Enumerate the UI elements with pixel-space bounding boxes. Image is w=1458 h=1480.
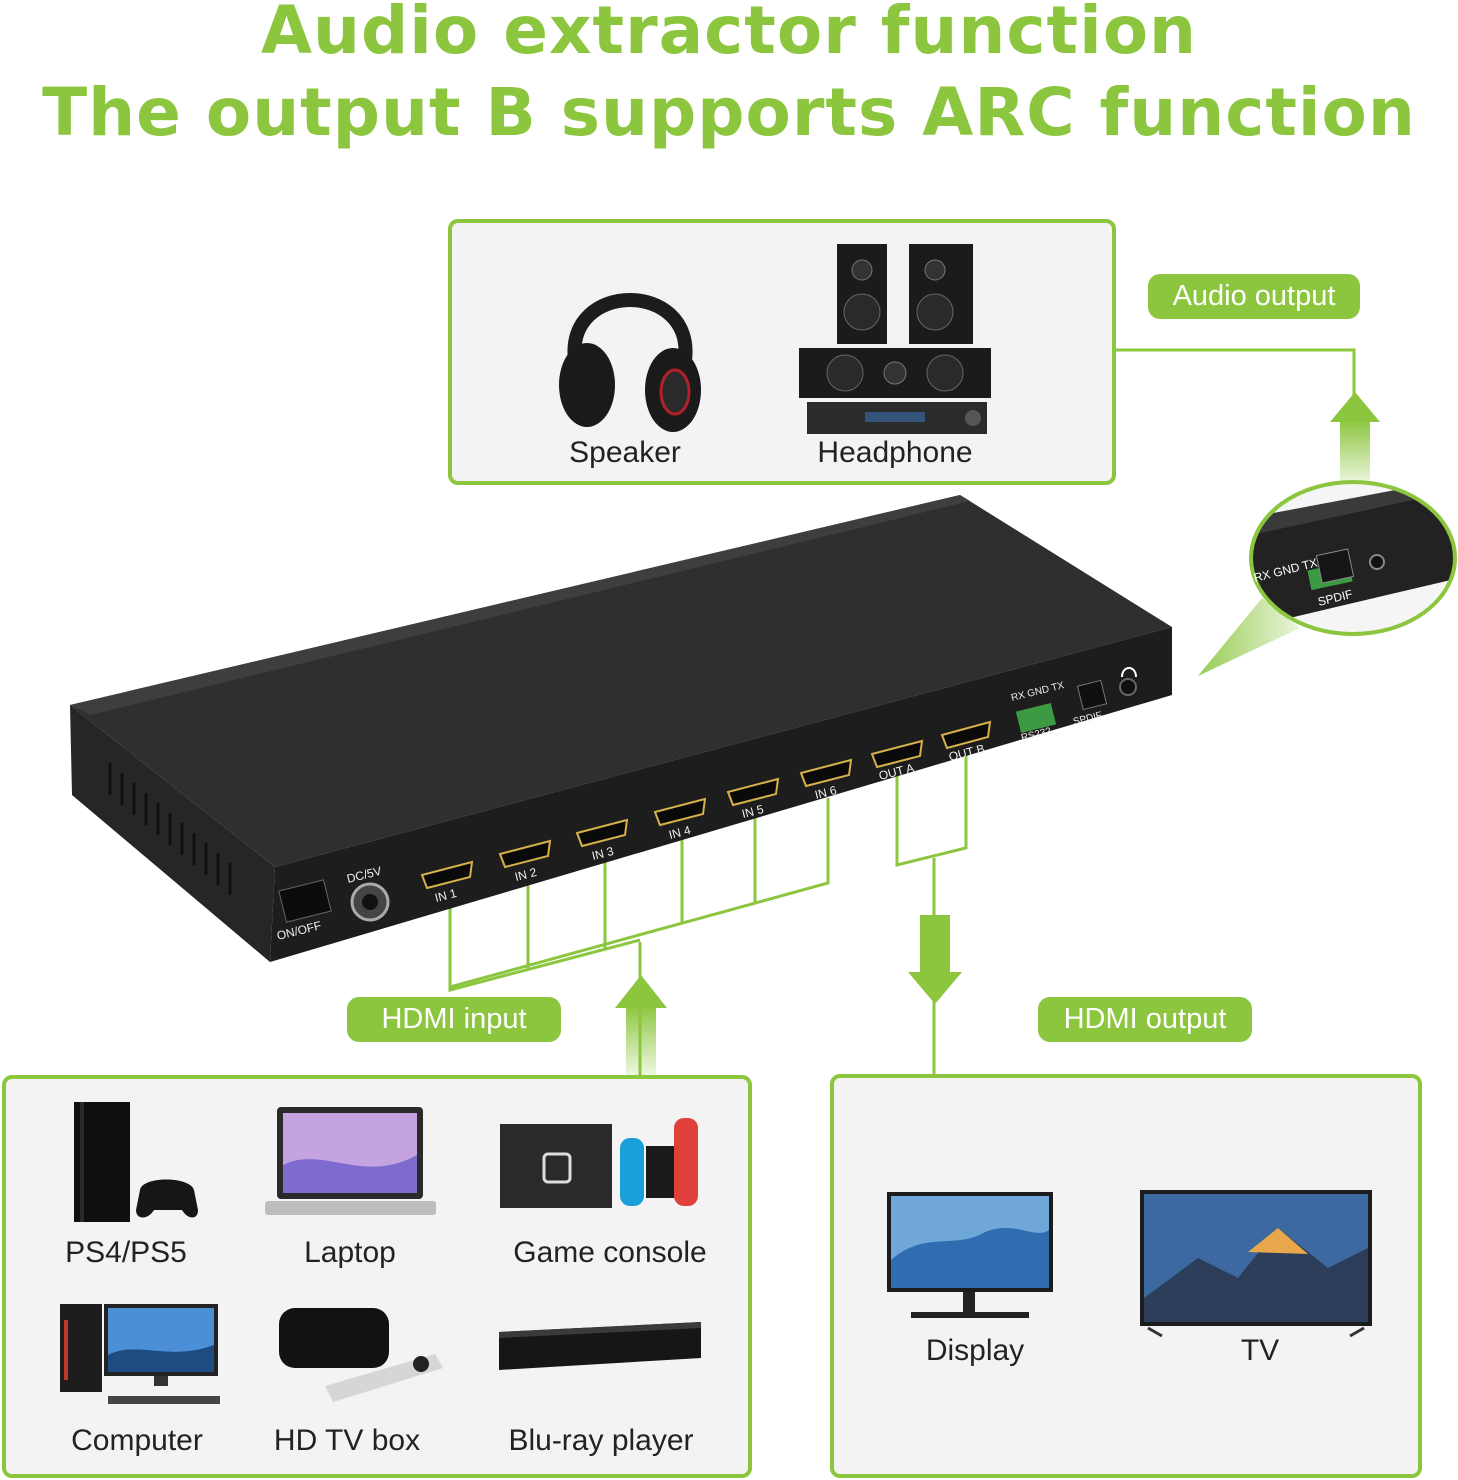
output-item-display-label: Display xyxy=(925,1334,1025,1367)
hdmi-output-lines xyxy=(895,752,968,1078)
speaker-system-icon xyxy=(799,244,991,434)
port-label-in-5: IN 5 xyxy=(740,802,765,821)
laptop-icon xyxy=(265,1107,436,1215)
hdmi-input-lines xyxy=(448,798,830,1080)
port-label-in-3: IN 3 xyxy=(590,844,615,863)
port-label-in-6: IN 6 xyxy=(813,783,838,802)
hdmi-input-tag: HDMI input xyxy=(347,997,561,1042)
tv-icon xyxy=(1140,1190,1372,1338)
hdmi-output-down-arrow xyxy=(908,915,962,1004)
input-item-bluray-player-label: Blu-ray player xyxy=(508,1424,694,1457)
port-label-in-4: IN 4 xyxy=(667,823,692,842)
input-item-laptop-label: Laptop xyxy=(304,1236,396,1269)
title-line-2: The output B supports ARC function xyxy=(42,74,1416,151)
audio-item-speaker-label: Speaker xyxy=(569,436,681,469)
handheld-console-icon xyxy=(500,1118,698,1208)
bluray-player-icon xyxy=(499,1322,701,1370)
input-item-computer-label: Computer xyxy=(71,1424,203,1457)
port-label-in-2: IN 2 xyxy=(513,865,538,884)
desktop-computer-icon xyxy=(60,1304,220,1404)
audio-output-line xyxy=(1116,348,1356,395)
hdmi-matrix-device: ON/OFF DC/5V IN 1 IN 2 IN 3 IN 4 IN 5 IN… xyxy=(70,495,1172,962)
spdif-zoom-detail: RX GND TX SPDIF xyxy=(1249,480,1457,636)
game-console-icon xyxy=(74,1102,198,1222)
input-item-game-console-label: Game console xyxy=(513,1236,707,1269)
headphones-icon xyxy=(559,293,701,432)
port-label-in-1: IN 1 xyxy=(433,886,458,905)
tv-box-icon xyxy=(279,1308,443,1402)
output-item-tv-label: TV xyxy=(1240,1334,1280,1367)
audio-item-headphone-label: Headphone xyxy=(817,436,973,469)
audio-output-panel xyxy=(448,219,1116,485)
input-item-hd-tv-box-label: HD TV box xyxy=(273,1424,421,1457)
title-line-1: Audio extractor function xyxy=(260,0,1198,69)
monitor-icon xyxy=(887,1192,1053,1318)
hdmi-input-up-arrow xyxy=(615,975,667,1075)
audio-up-arrow xyxy=(1330,392,1380,485)
hdmi-output-tag: HDMI output xyxy=(1038,997,1252,1042)
input-item-ps4-ps5-label: PS4/PS5 xyxy=(65,1236,187,1269)
zoom-wedge xyxy=(1198,598,1300,676)
audio-output-tag: Audio output xyxy=(1148,274,1360,319)
